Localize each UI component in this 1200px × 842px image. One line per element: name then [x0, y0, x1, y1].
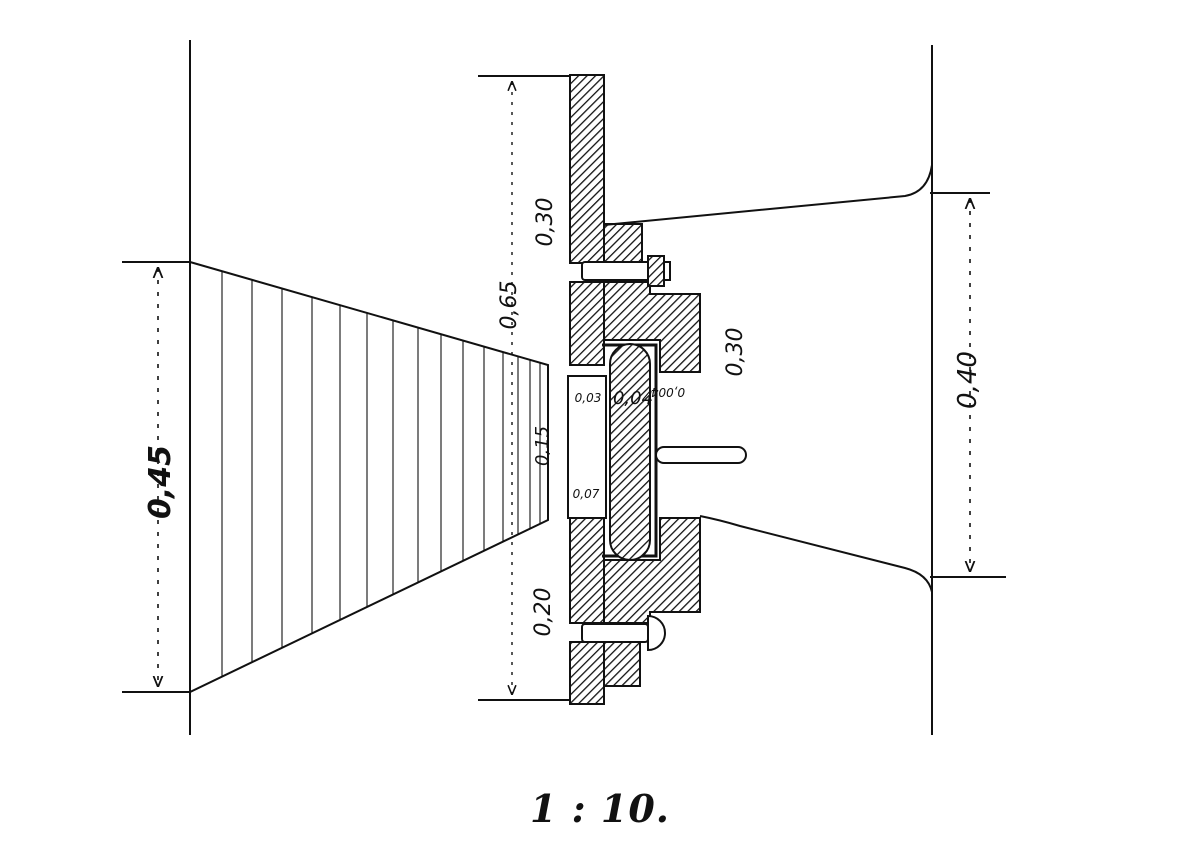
label-gate-thickness: 0,04 — [613, 388, 653, 409]
label-right-height: 0,40 — [953, 351, 983, 409]
label-left-height: 0,45 — [143, 445, 178, 519]
label-inner-height: 0,30 — [723, 328, 748, 377]
dimension-wall: 0,30 0,65 0,20 — [478, 75, 570, 701]
label-wall-total: 0,65 — [497, 281, 522, 330]
label-opening-height: 0,15 — [532, 426, 553, 466]
dimension-opening: 0,15 0,03 0,07 0,04 0,004 0,30 — [532, 328, 748, 501]
downstream-water-surface — [603, 164, 933, 593]
label-wall-lower: 0,20 — [531, 588, 556, 637]
dimension-left-height: 0,45 — [122, 261, 190, 693]
gate-plate — [602, 343, 658, 561]
wall-plate — [569, 74, 605, 705]
label-clearance: 0,004 — [651, 385, 685, 399]
scale-label: 1 : 10. — [529, 786, 671, 831]
label-wall-upper: 0,30 — [533, 198, 558, 247]
gate-spindle — [655, 446, 747, 464]
dimension-right-height: 0,40 — [930, 192, 1006, 578]
opening — [567, 375, 607, 519]
upstream-water-region — [189, 260, 549, 694]
lower-bolt — [581, 614, 666, 652]
upper-bolt — [581, 255, 671, 287]
label-gap-top: 0,03 — [575, 391, 602, 405]
label-gap-bottom: 0,07 — [573, 487, 600, 501]
